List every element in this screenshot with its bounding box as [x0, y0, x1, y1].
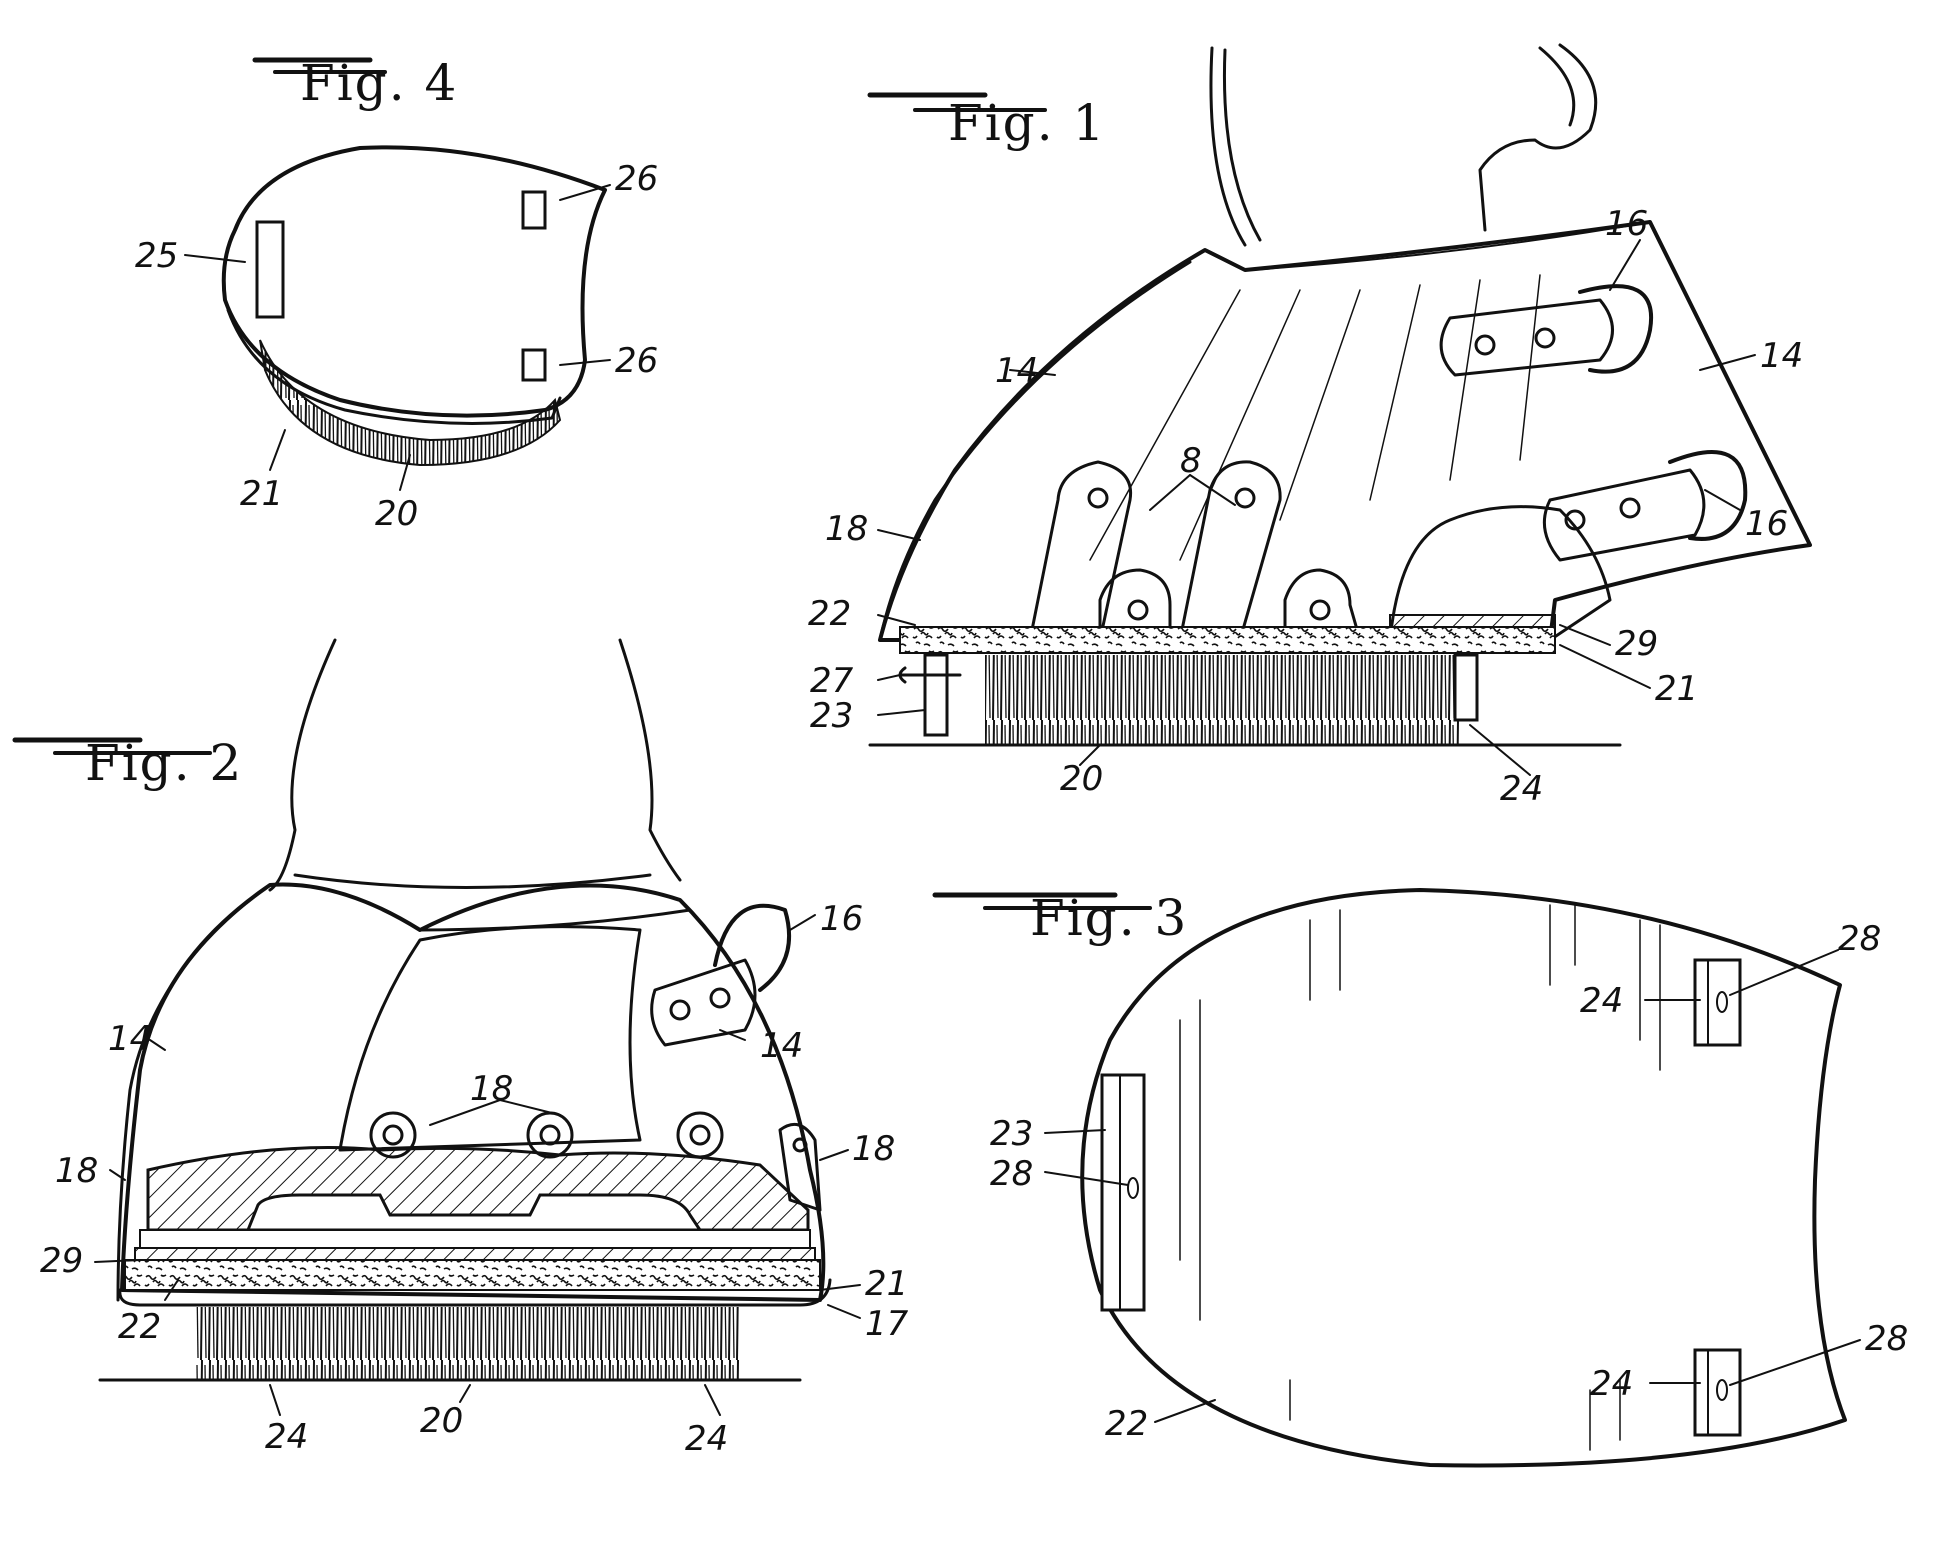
fig3-label-24-top: 24 [1580, 981, 1623, 1021]
fig3-title: Fig. 3 [932, 889, 1188, 947]
fig2-sole-layer-22 [134, 1247, 816, 1261]
fig3-sole-plate-22 [1080, 888, 1847, 1468]
fig1-label-20: 20 [1060, 759, 1103, 799]
fig2-boot-shell [120, 882, 826, 1302]
fig1-shading [1089, 274, 1541, 561]
fig2-label-20: 20 [420, 1401, 463, 1441]
fig4-label-26-bottom: 26 [615, 341, 658, 381]
fig1-pin-24 [1453, 653, 1479, 722]
fig1-label-23: 23 [810, 696, 853, 736]
fig2-label-18-left: 18 [55, 1151, 98, 1191]
fig1-label-21: 21 [1655, 669, 1698, 709]
fig1-strap-upper [1439, 284, 1654, 377]
fig1-label-18: 18 [825, 509, 868, 549]
fig3-label-28-left: 28 [990, 1154, 1033, 1194]
fig3-label-22: 22 [1105, 1404, 1148, 1444]
fig1-label-24: 24 [1500, 769, 1543, 809]
fig1-label-29: 29 [1615, 624, 1658, 664]
fig2-label-22: 22 [118, 1307, 161, 1347]
fig2-label-29: 29 [40, 1241, 83, 1281]
fig2-sole-layer-29 [139, 1229, 811, 1249]
figure-1: Fig. 1 [808, 43, 1812, 809]
figure-3: Fig. 3 [932, 888, 1908, 1468]
fig1-sole-layer-29 [1389, 614, 1556, 628]
fig2-label-21: 21 [865, 1264, 908, 1304]
fig2-title-text: Fig. 2 [85, 734, 243, 792]
fig4-title: Fig. 4 [252, 54, 458, 112]
fig2-d-ring [713, 903, 792, 992]
fig2-bristles-20 [195, 1307, 740, 1380]
fig1-label-22: 22 [808, 594, 851, 634]
fig1-sole-layer-21 [899, 626, 1556, 654]
fig1-d-ring-upper [1578, 284, 1654, 374]
fig1-label-8: 8 [1180, 441, 1202, 481]
fig1-pin-23 [923, 653, 949, 737]
fig4-slot-26-top [521, 190, 547, 230]
fig2-strap [650, 903, 792, 1047]
fig1-label-14-right: 14 [1760, 336, 1803, 376]
fig4-brush-pad [221, 145, 607, 418]
fig4-brush-bristles [259, 339, 562, 467]
fig2-label-24-left: 24 [265, 1417, 308, 1457]
fig3-label-28-bottom: 28 [1865, 1319, 1908, 1359]
fig4-slot-25 [255, 220, 285, 319]
fig1-boot-shell [878, 220, 1812, 642]
fig2-label-14-left: 14 [108, 1019, 151, 1059]
fig1-title: Fig. 1 [867, 92, 1106, 152]
fig3-title-text: Fig. 3 [1030, 889, 1188, 947]
fig1-title-text: Fig. 1 [948, 94, 1106, 152]
fig2-cutaway [338, 925, 642, 1152]
fig3-label-24-bottom: 24 [1590, 1364, 1633, 1404]
fig1-horse-leg [1209, 43, 1598, 247]
fig1-tabs [1028, 460, 1362, 642]
fig1-d-ring-lower [1668, 450, 1748, 541]
fig1-label-16-lower: 16 [1745, 504, 1788, 544]
fig2-tab-right [778, 1122, 822, 1212]
fig2-label-17: 17 [865, 1304, 909, 1344]
fig4-label-26-top: 26 [615, 159, 658, 199]
fig2-label-16: 16 [820, 899, 863, 939]
fig2-horse-leg [268, 638, 682, 892]
fig4-slot-26-bottom [521, 348, 547, 382]
fig3-label-23: 23 [990, 1114, 1033, 1154]
fig3-pin-24-top [1693, 958, 1742, 1047]
fig2-title: Fig. 2 [12, 734, 243, 792]
fig2-label-18-center: 18 [470, 1069, 513, 1109]
fig1-label-16-upper: 16 [1605, 204, 1648, 244]
fig2-label-18-right: 18 [852, 1129, 895, 1169]
fig1-label-14-left: 14 [995, 351, 1038, 391]
fig2-frog-cavity [245, 1193, 703, 1232]
fig1-bristles-20 [985, 655, 1460, 745]
fig3-pin-23 [1100, 1073, 1146, 1312]
figure-2: Fig. 2 [12, 638, 909, 1459]
fig3-pin-24-bottom [1693, 1348, 1742, 1437]
fig2-label-24-right: 24 [685, 1419, 728, 1459]
fig3-shading [1179, 904, 1661, 1451]
fig1-label-27: 27 [810, 661, 854, 701]
fig2-label-14-right: 14 [760, 1026, 803, 1066]
fig4-label-20: 20 [375, 494, 418, 534]
fig1-cutaway [1388, 505, 1612, 642]
figure-4: Fig. 4 25 26 26 21 20 [135, 54, 658, 534]
fig1-strap-lower [1542, 450, 1748, 562]
fig2-sole-layer-21 [124, 1259, 821, 1291]
fig4-label-21: 21 [240, 474, 283, 514]
fig4-label-25: 25 [135, 236, 178, 276]
fig3-label-28-top: 28 [1838, 919, 1881, 959]
fig4-title-text: Fig. 4 [300, 54, 458, 112]
fig2-boot-bottom [118, 1278, 832, 1307]
